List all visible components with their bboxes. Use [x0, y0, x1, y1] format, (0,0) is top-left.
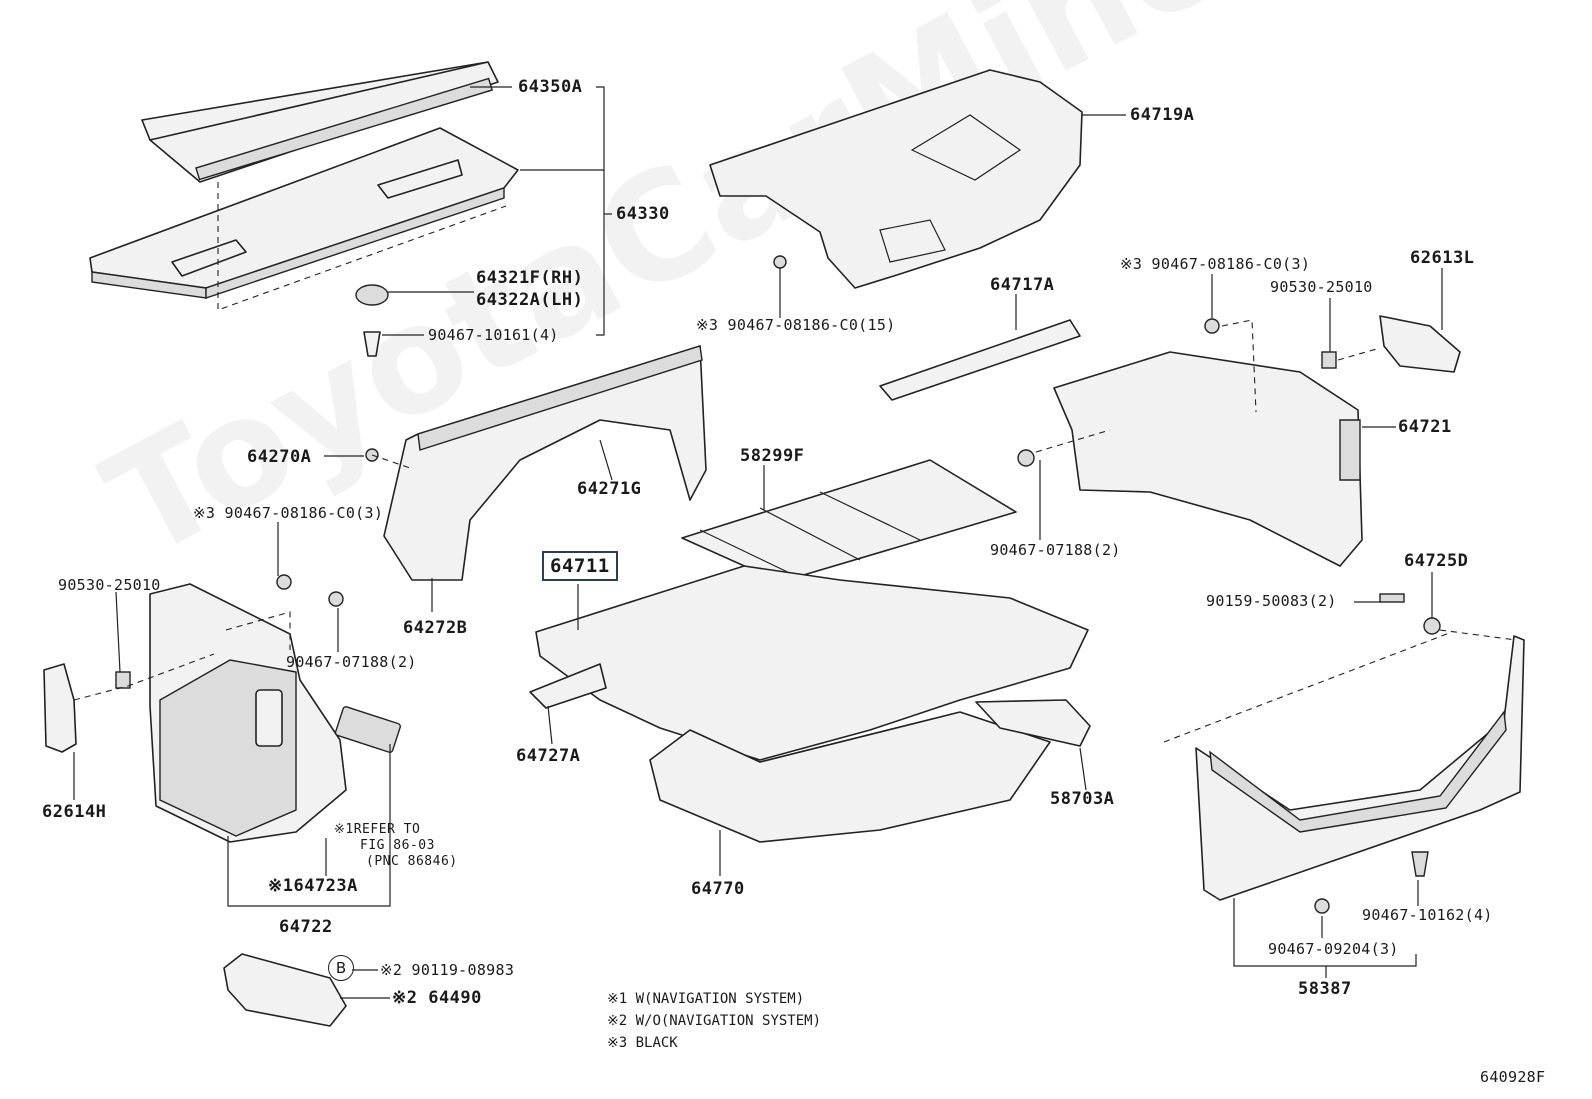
label-64330: 64330	[616, 204, 670, 224]
legend-item: ※1 W(NAVIGATION SYSTEM)	[607, 991, 805, 1007]
mat-plate-drawing	[975, 699, 1091, 747]
label-64719A: 64719A	[1130, 105, 1195, 125]
label-58299F: 58299F	[740, 446, 805, 466]
jack-cover-left-drawing	[43, 663, 77, 753]
label-64350A: 64350A	[518, 77, 583, 97]
label-90467-09204: 90467-09204(3)	[1268, 940, 1399, 958]
label-62614H: 62614H	[42, 802, 107, 822]
footnote-legend: ※1 W(NAVIGATION SYSTEM) ※2 W/O(NAVIGATIO…	[607, 988, 821, 1054]
label-64723A: ※164723A	[268, 876, 358, 896]
label-58703A: 58703A	[1050, 789, 1115, 809]
label-90119-08983: ※2 90119-08983	[380, 961, 515, 979]
package-tray-drawing	[89, 127, 519, 299]
callout-b-circle: B	[328, 955, 354, 981]
legend-item: ※2 W/O(NAVIGATION SYSTEM)	[607, 1013, 822, 1029]
figure-code: 640928F	[1480, 1068, 1546, 1086]
label-64322A: 64322A(LH)	[476, 290, 584, 310]
label-90159-50083: 90159-50083(2)	[1206, 592, 1337, 610]
label-90467-10162: 90467-10162(4)	[1362, 906, 1493, 924]
label-refer-line-2: FIG 86-03	[360, 838, 435, 853]
tonneau-cover-drawing	[141, 61, 499, 183]
storage-box-drawing	[223, 953, 347, 1027]
fasteners-drawing	[115, 255, 1441, 914]
label-64271G: 64271G	[577, 479, 642, 499]
floor-mat-drawing	[535, 565, 1089, 761]
label-64272B: 64272B	[403, 618, 468, 638]
trunk-lid-trim-drawing	[709, 69, 1083, 289]
label-90467-08186-3a: ※3 90467-08186-C0(3)	[1120, 255, 1311, 273]
label-90467-08186-15: ※3 90467-08186-C0(15)	[696, 316, 896, 334]
leader-lines	[73, 86, 1443, 999]
label-90467-08186-3b: ※3 90467-08186-C0(3)	[193, 504, 384, 522]
label-64727A: 64727A	[516, 746, 581, 766]
label-64722: 64722	[279, 917, 333, 937]
grommet-drawing	[355, 284, 389, 357]
jack-cover-right-drawing	[1379, 315, 1461, 373]
floor-bracket-drawing	[529, 663, 607, 709]
label-62613L: 62613L	[1410, 248, 1475, 268]
label-64321F: 64321F(RH)	[476, 268, 584, 288]
label-refer-line-1: ※1REFER TO	[334, 822, 421, 837]
label-90530-25010b: 90530-25010	[58, 576, 161, 594]
label-refer-line-3: (PNC 86846)	[366, 854, 458, 869]
spare-cover-drawing	[649, 711, 1051, 843]
trunk-side-trim-right-drawing	[1053, 351, 1363, 567]
label-64270A: 64270A	[247, 447, 312, 467]
label-64770: 64770	[691, 879, 745, 899]
quarter-trim-left-drawing	[383, 345, 707, 581]
label-64490: ※2 64490	[392, 988, 482, 1008]
cargo-net-drawing	[681, 459, 1017, 583]
label-64711-highlight[interactable]: 64711	[542, 551, 618, 581]
trunk-side-trim-left-drawing	[149, 583, 401, 843]
label-58387: 58387	[1298, 979, 1352, 999]
label-64725D: 64725D	[1404, 551, 1469, 571]
rear-sill-trim-drawing	[1195, 635, 1525, 901]
label-64721: 64721	[1398, 417, 1452, 437]
assembly-dashes	[73, 182, 1517, 743]
label-90467-10161: 90467-10161(4)	[428, 326, 559, 344]
label-64717A: 64717A	[990, 275, 1055, 295]
label-90467-07188a: 90467-07188(2)	[990, 541, 1121, 559]
label-90467-07188b: 90467-07188(2)	[286, 653, 417, 671]
legend-item: ※3 BLACK	[607, 1035, 678, 1051]
trunk-bracket-drawing	[879, 319, 1081, 401]
label-90530-25010a: 90530-25010	[1270, 278, 1373, 296]
